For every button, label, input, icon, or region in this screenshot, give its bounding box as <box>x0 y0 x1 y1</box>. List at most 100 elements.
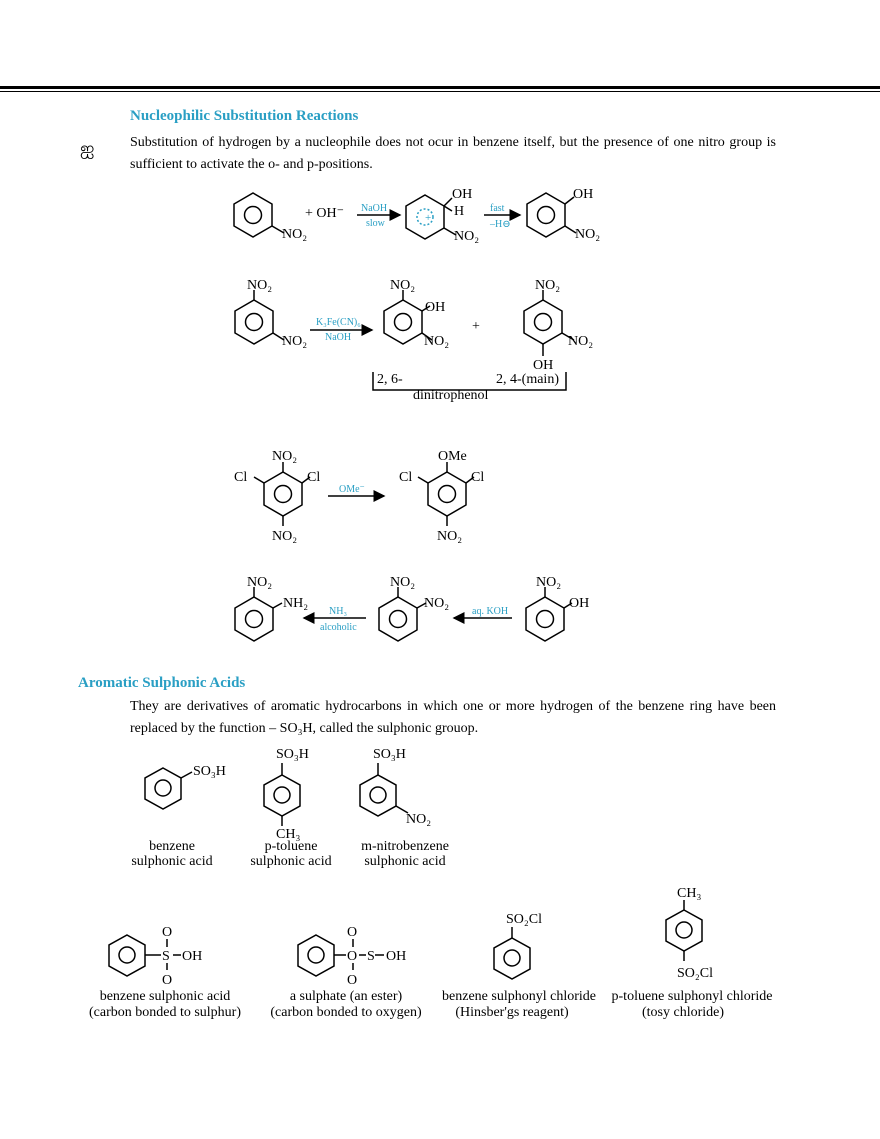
label-no2: NO₂ <box>424 596 449 611</box>
caption: (carbon bonded to sulphur) <box>89 1005 241 1020</box>
condition-label: K₃Fe(CN)₆ <box>316 317 361 328</box>
label-so3h: SO₃H <box>193 764 226 779</box>
label-no2: NO₂ <box>272 449 297 464</box>
label-no2: NO₂ <box>247 575 272 590</box>
label-no2: NO₂ <box>272 529 297 544</box>
condition-label: alcoholic <box>320 622 357 633</box>
label-so2cl: SO₂Cl <box>677 966 713 981</box>
label-no2: NO₂ <box>406 812 431 827</box>
label-s: S <box>367 949 375 964</box>
label-no2: NO₂ <box>424 334 449 349</box>
label-s: S <box>162 949 170 964</box>
label-h: H <box>454 204 464 219</box>
label-so3h: SO₃H <box>276 747 309 762</box>
plus-sign: + <box>472 319 480 334</box>
condition-label: OMe⁻ <box>339 484 365 495</box>
caption: a sulphate (an ester) <box>290 989 403 1004</box>
bullet-icon: ஐ <box>80 138 95 158</box>
benzene-ring <box>665 909 703 952</box>
plus-charge: + <box>425 212 431 224</box>
heading-sulphonic: Aromatic Sulphonic Acids <box>78 675 246 691</box>
benzene-ring <box>263 774 301 817</box>
label-2-6: 2, 6- <box>377 372 403 387</box>
caption: sulphonic acid <box>131 854 212 869</box>
label-o: O <box>347 925 357 940</box>
label-o: O <box>347 973 357 988</box>
label-cl: Cl <box>307 470 320 485</box>
label-nh2: NH₂ <box>283 596 308 611</box>
label-oh: OH <box>569 596 589 611</box>
caption: (carbon bonded to oxygen) <box>270 1005 422 1020</box>
label-oh: OH <box>533 358 553 373</box>
label-o: O <box>162 973 172 988</box>
label-oh: OH <box>386 949 406 964</box>
benzene-ring <box>297 934 335 977</box>
condition-label: NaOH <box>325 332 351 343</box>
caption: (tosy chloride) <box>642 1005 724 1020</box>
label-no2: NO₂ <box>282 227 307 242</box>
label-oh: OH <box>182 949 202 964</box>
caption: sulphonic acid <box>364 854 445 869</box>
label-no2: NO₂ <box>454 229 479 244</box>
label-o: O <box>347 949 357 964</box>
label-dinitrophenol: dinitrophenol <box>413 388 489 403</box>
benzene-ring <box>233 192 273 238</box>
condition-label: –H⊖ <box>489 219 511 230</box>
label-o: O <box>162 925 172 940</box>
label-oh: OH <box>573 187 593 202</box>
caption: p-toluene sulphonyl chloride <box>612 989 773 1004</box>
dinitrophenol-bracket <box>372 372 567 391</box>
paragraph-sulphonic: They are derivatives of aromatic hydroca… <box>130 699 776 736</box>
top-rule <box>0 86 880 89</box>
benzene-ring <box>359 774 397 817</box>
label-cl: Cl <box>471 470 484 485</box>
label-oh: OH <box>425 300 445 315</box>
label-no2: NO₂ <box>390 575 415 590</box>
caption: m-nitrobenzene <box>361 839 449 854</box>
label-no2: NO₂ <box>575 227 600 242</box>
label-no2: NO₂ <box>568 334 593 349</box>
benzene-ring <box>493 937 531 980</box>
label-2-4-main: 2, 4-(main) <box>496 372 559 387</box>
label-no2: NO₂ <box>247 278 272 293</box>
label-ome: OMe <box>438 449 467 464</box>
label-oh: OH <box>452 187 472 202</box>
benzene-ring <box>523 299 563 345</box>
label-ch3: CH₃ <box>677 886 701 901</box>
label-no2: NO₂ <box>390 278 415 293</box>
label-no2: NO₂ <box>535 278 560 293</box>
condition-label: NH₃ <box>329 606 347 617</box>
benzene-ring <box>383 299 423 345</box>
benzene-ring <box>526 192 566 238</box>
benzene-ring <box>108 934 146 977</box>
heading-nucleophilic: Nucleophilic Substitution Reactions <box>130 108 359 124</box>
caption: benzene sulphonic acid <box>100 989 231 1004</box>
label-no2: NO₂ <box>282 334 307 349</box>
label-so2cl: SO₂Cl <box>506 912 542 927</box>
label-no2: NO₂ <box>536 575 561 590</box>
condition-label: slow <box>366 218 386 229</box>
label-ch3: CH₃ <box>276 827 300 842</box>
caption: benzene sulphonyl chloride <box>442 989 596 1004</box>
benzene-ring <box>144 767 182 810</box>
condition-label: aq. KOH <box>472 606 508 617</box>
caption: benzene <box>149 839 195 854</box>
label-cl: Cl <box>234 470 247 485</box>
label-no2: NO₂ <box>437 529 462 544</box>
top-rule-thin <box>0 91 880 92</box>
benzene-ring <box>234 299 274 345</box>
condition-label: fast <box>490 203 505 214</box>
label-reagent-oh: + OH⁻ <box>305 206 344 221</box>
condition-label: NaOH <box>361 203 387 214</box>
benzene-ring <box>378 596 418 642</box>
caption: sulphonic acid <box>250 854 331 869</box>
benzene-ring <box>525 596 565 642</box>
label-cl: Cl <box>399 470 412 485</box>
benzene-ring <box>263 471 303 517</box>
benzene-ring <box>234 596 274 642</box>
caption: p-toluene <box>265 839 318 854</box>
benzene-ring <box>427 471 467 517</box>
caption: (Hinsber'gs reagent) <box>455 1005 569 1020</box>
label-so3h: SO₃H <box>373 747 406 762</box>
